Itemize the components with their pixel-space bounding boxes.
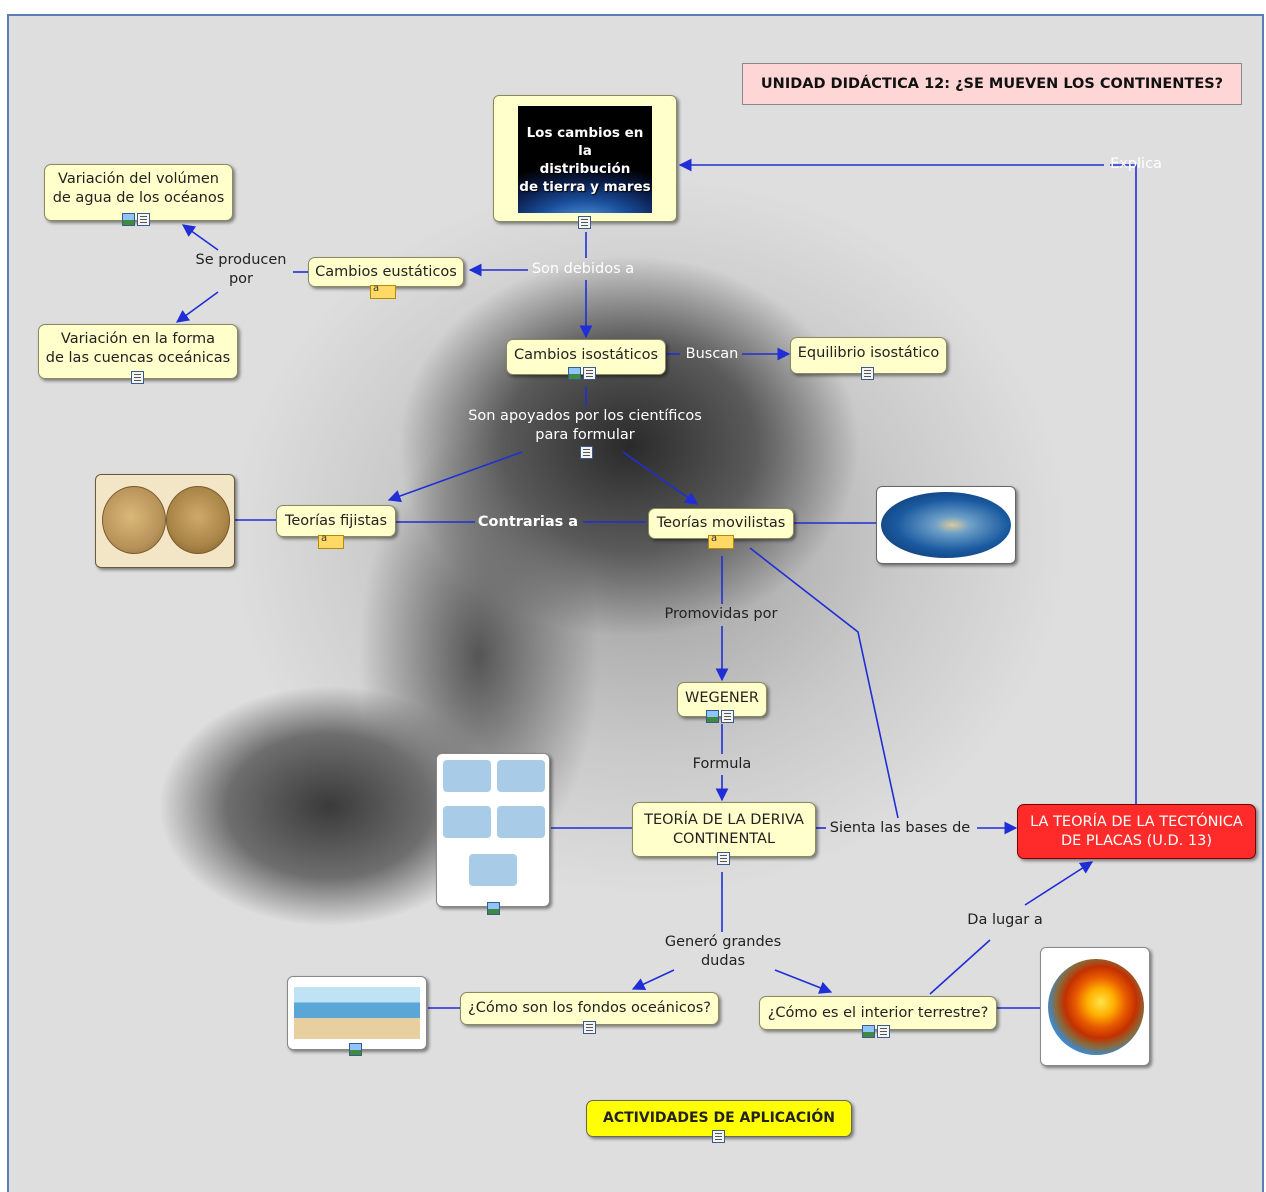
drift-maps-icons [487, 902, 500, 915]
teorias-fijistas-icons [318, 533, 344, 549]
document-icon[interactable] [721, 710, 734, 723]
variacion-forma-icons [131, 371, 144, 384]
image-icon[interactable] [487, 902, 500, 915]
node-teorias-fijistas[interactable]: Teorías fijistas [276, 505, 396, 537]
earth-layers [1048, 959, 1144, 1055]
web-link-icon[interactable] [708, 533, 734, 549]
document-icon[interactable] [712, 1130, 725, 1143]
node-deriva-continental[interactable]: TEORÍA DE LA DERIVA CONTINENTAL [632, 802, 816, 857]
world-map-image[interactable] [95, 474, 235, 568]
interior-terrestre-icons [862, 1025, 890, 1038]
link-label-promovidas: Promovidas por [664, 606, 778, 622]
link-label-son-debidos: Son debidos a [531, 261, 635, 277]
drift-map-5 [469, 854, 517, 886]
document-icon[interactable] [137, 213, 150, 226]
son-apoyados-icons [580, 446, 593, 459]
ocean-floor-diagram [294, 987, 420, 1039]
web-link-icon[interactable] [370, 283, 396, 299]
node-variacion-forma[interactable]: Variación en la forma de las cuencas oce… [38, 324, 238, 379]
earth-image: Los cambios en la distribución de tierra… [518, 106, 652, 213]
earth-interior-image[interactable] [1040, 947, 1150, 1066]
unit-title: UNIDAD DIDÁCTICA 12: ¿SE MUEVEN LOS CONT… [742, 63, 1242, 105]
node-teorias-movilistas[interactable]: Teorías movilistas [648, 508, 794, 539]
document-icon[interactable] [583, 367, 596, 380]
web-link-icon[interactable] [318, 533, 344, 549]
document-icon[interactable] [717, 852, 730, 865]
fondos-oceanicos-icons [583, 1021, 596, 1034]
link-label-son-apoyados: Son apoyados por los científicos para fo… [468, 408, 702, 443]
link-label-contrarias: Contrarias a [477, 514, 579, 530]
link-explica [1110, 164, 1137, 805]
hemisphere-left [102, 486, 166, 554]
pangea-image[interactable] [876, 486, 1016, 564]
wegener-icons [706, 710, 734, 723]
teorias-movilistas-icons [708, 533, 734, 549]
link-label-buscan: Buscan [685, 346, 739, 362]
equilibrio-isostatico-icons [861, 367, 874, 380]
link-label-se-producen: Se producen por [195, 252, 287, 287]
document-icon[interactable] [861, 367, 874, 380]
document-icon[interactable] [877, 1025, 890, 1038]
image-icon[interactable] [122, 213, 135, 226]
image-icon[interactable] [568, 367, 581, 380]
drift-map-3 [443, 806, 491, 838]
variacion-volumen-icons [122, 213, 150, 226]
hemisphere-right [166, 486, 230, 554]
drift-map-2 [497, 760, 545, 792]
node-interior-terrestre[interactable]: ¿Cómo es el interior terrestre? [759, 996, 997, 1030]
link-label-explica: Explica [1110, 156, 1162, 172]
node-variacion-volumen[interactable]: Variación del volúmen de agua de los océ… [44, 164, 233, 221]
node-fondos-oceanicos[interactable]: ¿Cómo son los fondos oceánicos? [460, 992, 719, 1025]
drift-map-4 [497, 806, 545, 838]
document-icon[interactable] [583, 1021, 596, 1034]
deriva-continental-icons [717, 852, 730, 865]
image-icon[interactable] [706, 710, 719, 723]
distribution-icons [578, 216, 591, 229]
link-label-sienta-bases: Sienta las bases de [829, 820, 971, 836]
document-icon[interactable] [578, 216, 591, 229]
actividades-icons [712, 1130, 725, 1143]
pangea-globe [881, 492, 1011, 558]
continental-drift-maps-image[interactable] [436, 753, 550, 907]
document-icon[interactable] [131, 371, 144, 384]
node-tectonica-placas[interactable]: LA TEORÍA DE LA TECTÓNICA DE PLACAS (U.D… [1017, 804, 1256, 859]
link-label-formula: Formula [692, 756, 752, 772]
drift-map-1 [443, 760, 491, 792]
link-label-da-lugar: Da lugar a [967, 912, 1043, 928]
node-cambios-eustaticos[interactable]: Cambios eustáticos [308, 257, 464, 287]
image-icon[interactable] [349, 1043, 362, 1056]
cambios-isostaticos-icons [568, 367, 596, 380]
ocean-floor-image[interactable] [287, 976, 427, 1050]
image-icon[interactable] [862, 1025, 875, 1038]
distribution-image-node[interactable]: Los cambios en la distribución de tierra… [493, 95, 677, 222]
ocean-floor-icons [349, 1043, 362, 1056]
document-icon[interactable] [580, 446, 593, 459]
cambios-eustaticos-icons [370, 283, 396, 299]
link-label-genero-dudas: Generó grandes dudas [664, 934, 782, 969]
distribution-title: Los cambios en la distribución de tierra… [519, 124, 651, 195]
